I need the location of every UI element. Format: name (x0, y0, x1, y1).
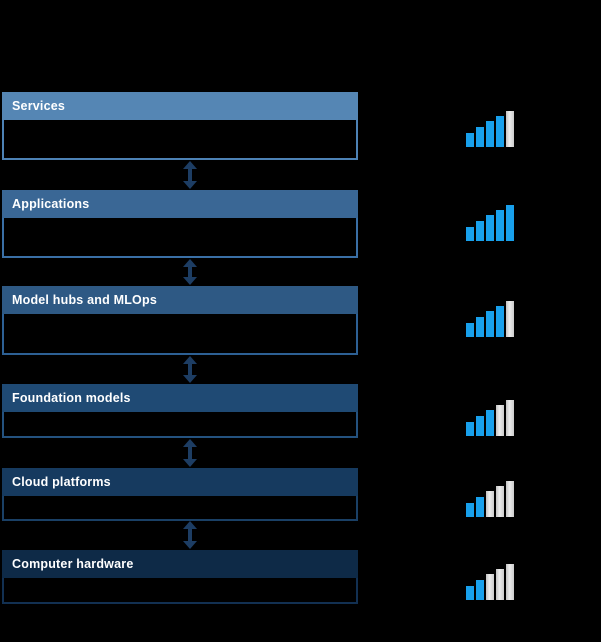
bidirectional-arrow-icon (183, 439, 197, 467)
layer-content-box (2, 314, 358, 355)
bar (466, 503, 474, 517)
bar (486, 491, 494, 517)
arrowhead-down (183, 375, 197, 383)
arrowhead-down (183, 277, 197, 285)
bar (506, 301, 514, 337)
arrowhead-down (183, 459, 197, 467)
bidirectional-arrow-icon (183, 356, 197, 383)
maturity-bars-icon (466, 301, 514, 337)
arrowhead-up (183, 521, 197, 529)
arrowhead-up (183, 356, 197, 364)
bar (476, 497, 484, 517)
bar (496, 569, 504, 600)
arrowhead-down (183, 181, 197, 189)
layer-content-box (2, 496, 358, 521)
bar (486, 121, 494, 147)
bar (486, 410, 494, 436)
layer-box-model-hubs-and-mlops: Model hubs and MLOps (2, 286, 358, 355)
bar (466, 586, 474, 600)
bar (506, 564, 514, 600)
layer-header: Foundation models (2, 384, 358, 412)
layer-content-box (2, 412, 358, 438)
layer-label: Foundation models (12, 391, 131, 405)
bar (506, 111, 514, 147)
bar (506, 481, 514, 517)
arrowhead-up (183, 259, 197, 267)
bidirectional-arrow-icon (183, 161, 197, 189)
bar (476, 580, 484, 600)
layer-header: Cloud platforms (2, 468, 358, 496)
layer-label: Computer hardware (12, 557, 134, 571)
maturity-bars-icon (466, 205, 514, 241)
layer-box-services: Services (2, 92, 358, 160)
layer-box-foundation-models: Foundation models (2, 384, 358, 438)
bar (496, 306, 504, 337)
bar (486, 311, 494, 337)
maturity-bars-icon (466, 111, 514, 147)
bar (466, 227, 474, 241)
arrow-shaft (188, 267, 192, 277)
bar (476, 317, 484, 337)
layer-label: Model hubs and MLOps (12, 293, 157, 307)
arrow-shaft (188, 169, 192, 181)
arrow-shaft (188, 529, 192, 541)
bidirectional-arrow-icon (183, 259, 197, 285)
bar (486, 215, 494, 241)
arrowhead-up (183, 161, 197, 169)
layer-header: Services (2, 92, 358, 120)
arrowhead-down (183, 541, 197, 549)
bidirectional-arrow-icon (183, 521, 197, 549)
maturity-bars-icon (466, 400, 514, 436)
layer-header: Model hubs and MLOps (2, 286, 358, 314)
arrowhead-up (183, 439, 197, 447)
layer-header: Computer hardware (2, 550, 358, 578)
layer-header: Applications (2, 190, 358, 218)
arrow-shaft (188, 364, 192, 375)
bar (496, 405, 504, 436)
layer-content-box (2, 578, 358, 604)
layer-label: Cloud platforms (12, 475, 111, 489)
bar (476, 221, 484, 241)
layer-content-box (2, 218, 358, 258)
maturity-bars-icon (466, 564, 514, 600)
layer-label: Applications (12, 197, 90, 211)
maturity-bars-icon (466, 481, 514, 517)
bar (466, 133, 474, 147)
bar (496, 116, 504, 147)
layer-box-applications: Applications (2, 190, 358, 258)
layer-label: Services (12, 99, 66, 113)
arrow-shaft (188, 447, 192, 459)
layer-box-computer-hardware: Computer hardware (2, 550, 358, 604)
bar (466, 422, 474, 436)
bar (476, 416, 484, 436)
bar (506, 400, 514, 436)
bar (496, 210, 504, 241)
layer-content-box (2, 120, 358, 160)
bar (476, 127, 484, 147)
layer-box-cloud-platforms: Cloud platforms (2, 468, 358, 521)
bar (486, 574, 494, 600)
bar (496, 486, 504, 517)
bar (466, 323, 474, 337)
bar (506, 205, 514, 241)
